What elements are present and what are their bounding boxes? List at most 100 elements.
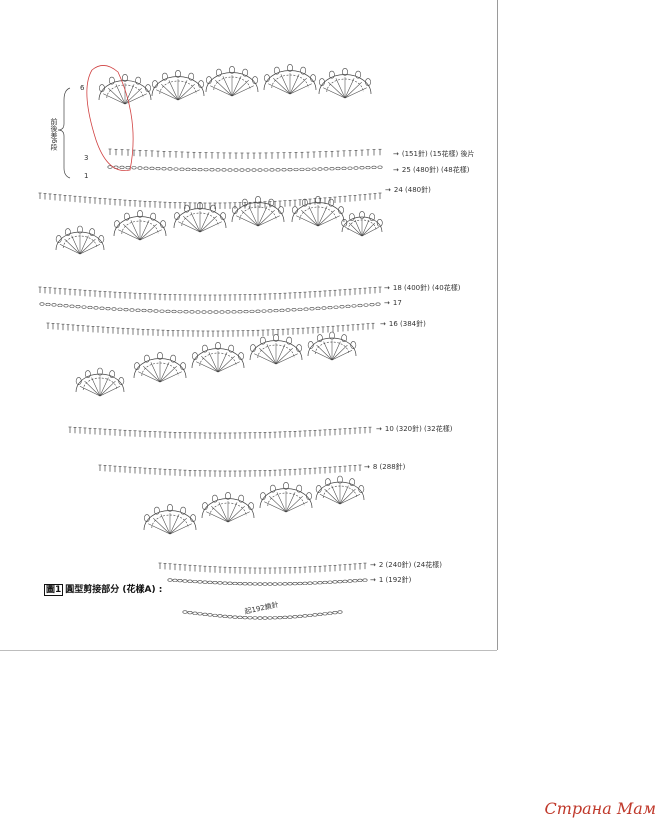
chain-row	[227, 615, 233, 619]
chain-row	[292, 582, 298, 586]
shell-motif	[301, 198, 308, 207]
shell-motif	[211, 494, 218, 503]
shell-motif	[118, 377, 125, 385]
chain-row	[187, 611, 193, 615]
chain-row	[359, 166, 365, 170]
chain-row	[153, 309, 159, 313]
shell-motif	[161, 83, 179, 101]
shell-motif	[115, 84, 126, 105]
chain-row	[87, 305, 93, 310]
shell-motif	[217, 355, 235, 373]
chain-row	[177, 310, 183, 314]
shell-motif	[263, 70, 317, 91]
shell-motif	[269, 484, 276, 493]
chain-row	[197, 612, 203, 616]
shell-motif	[273, 66, 280, 75]
shell-motif	[139, 220, 150, 241]
chain-row	[312, 613, 318, 617]
shell-motif	[317, 209, 335, 227]
shell-motif	[307, 341, 314, 349]
shell-motif	[278, 206, 284, 215]
shell-motif	[64, 238, 81, 255]
chain-row	[275, 168, 281, 172]
shell-motif	[108, 87, 126, 105]
chain-row	[212, 581, 218, 585]
shell-motif	[71, 235, 81, 255]
shell-motif	[148, 523, 171, 535]
shell-motif	[344, 87, 367, 99]
shell-motif	[264, 74, 270, 83]
chain-row	[167, 578, 173, 582]
row-24-label: →24 (480針)	[385, 186, 431, 194]
chain-row	[111, 307, 117, 311]
shell-motif	[55, 235, 62, 243]
chain-row	[247, 616, 253, 620]
shell-motif	[160, 514, 171, 535]
chain-row	[285, 308, 291, 312]
chain-row	[93, 306, 99, 310]
chain-row	[371, 165, 377, 169]
chain-row	[257, 616, 263, 620]
shell-motif	[143, 510, 197, 531]
row-16-label: →16 (384針)	[380, 320, 426, 328]
chain-row	[183, 310, 189, 314]
shell-motif	[331, 341, 341, 361]
chain-row	[137, 166, 143, 170]
shell-motif	[242, 68, 249, 77]
shell-motif	[199, 212, 210, 233]
shell-motif	[169, 514, 180, 535]
shell-motif	[122, 74, 128, 82]
chain-row	[369, 302, 375, 307]
chain-row	[215, 168, 221, 172]
chain-row	[357, 303, 363, 308]
shell-motif	[202, 502, 208, 511]
chain-row	[232, 615, 238, 619]
shell-motif	[349, 478, 356, 487]
shell-motif	[335, 78, 346, 99]
shell-motif	[139, 229, 162, 241]
chain-row	[165, 309, 171, 313]
shell-motif	[324, 488, 341, 505]
row-2-label: →2 (240針) (24花樣)	[370, 561, 442, 569]
shell-motif	[339, 488, 356, 505]
shell-motif	[135, 76, 142, 85]
shell-motif	[183, 215, 201, 233]
shell-motif	[264, 501, 287, 513]
shell-motif	[250, 344, 256, 353]
chain-row	[282, 582, 288, 586]
shell-motif	[238, 494, 245, 503]
shell-motif	[285, 501, 308, 513]
chain-row	[129, 308, 135, 312]
chain-row	[363, 303, 369, 307]
chain-row	[315, 306, 321, 310]
chain-row	[257, 168, 263, 172]
shell-motif	[273, 77, 291, 95]
chain-row	[305, 167, 311, 171]
row-26-label: →(151針) (15花樣) 後片	[393, 150, 475, 158]
shell-motif	[139, 223, 157, 241]
chain-row	[207, 580, 213, 584]
shell-motif	[339, 494, 361, 505]
chain-row	[267, 582, 273, 586]
shell-motif	[344, 81, 362, 99]
shell-motif	[254, 353, 277, 365]
shell-motif	[369, 213, 376, 222]
shell-motif	[199, 221, 222, 233]
shell-motif	[275, 353, 298, 365]
chain-row	[207, 310, 213, 314]
shell-motif	[331, 350, 353, 361]
chain-row	[237, 310, 243, 314]
shell-motif	[229, 66, 235, 74]
chain-row	[219, 310, 225, 314]
chain-row	[365, 165, 371, 170]
shell-motif	[285, 495, 303, 513]
chain-row	[333, 305, 339, 309]
shell-motif	[153, 506, 160, 515]
chain-row	[203, 168, 209, 172]
chain-row	[245, 168, 251, 172]
shell-motif	[248, 206, 259, 227]
chain-row	[45, 302, 51, 307]
chain-row	[191, 167, 197, 172]
shell-motif	[225, 491, 231, 500]
chain-row	[299, 167, 305, 172]
